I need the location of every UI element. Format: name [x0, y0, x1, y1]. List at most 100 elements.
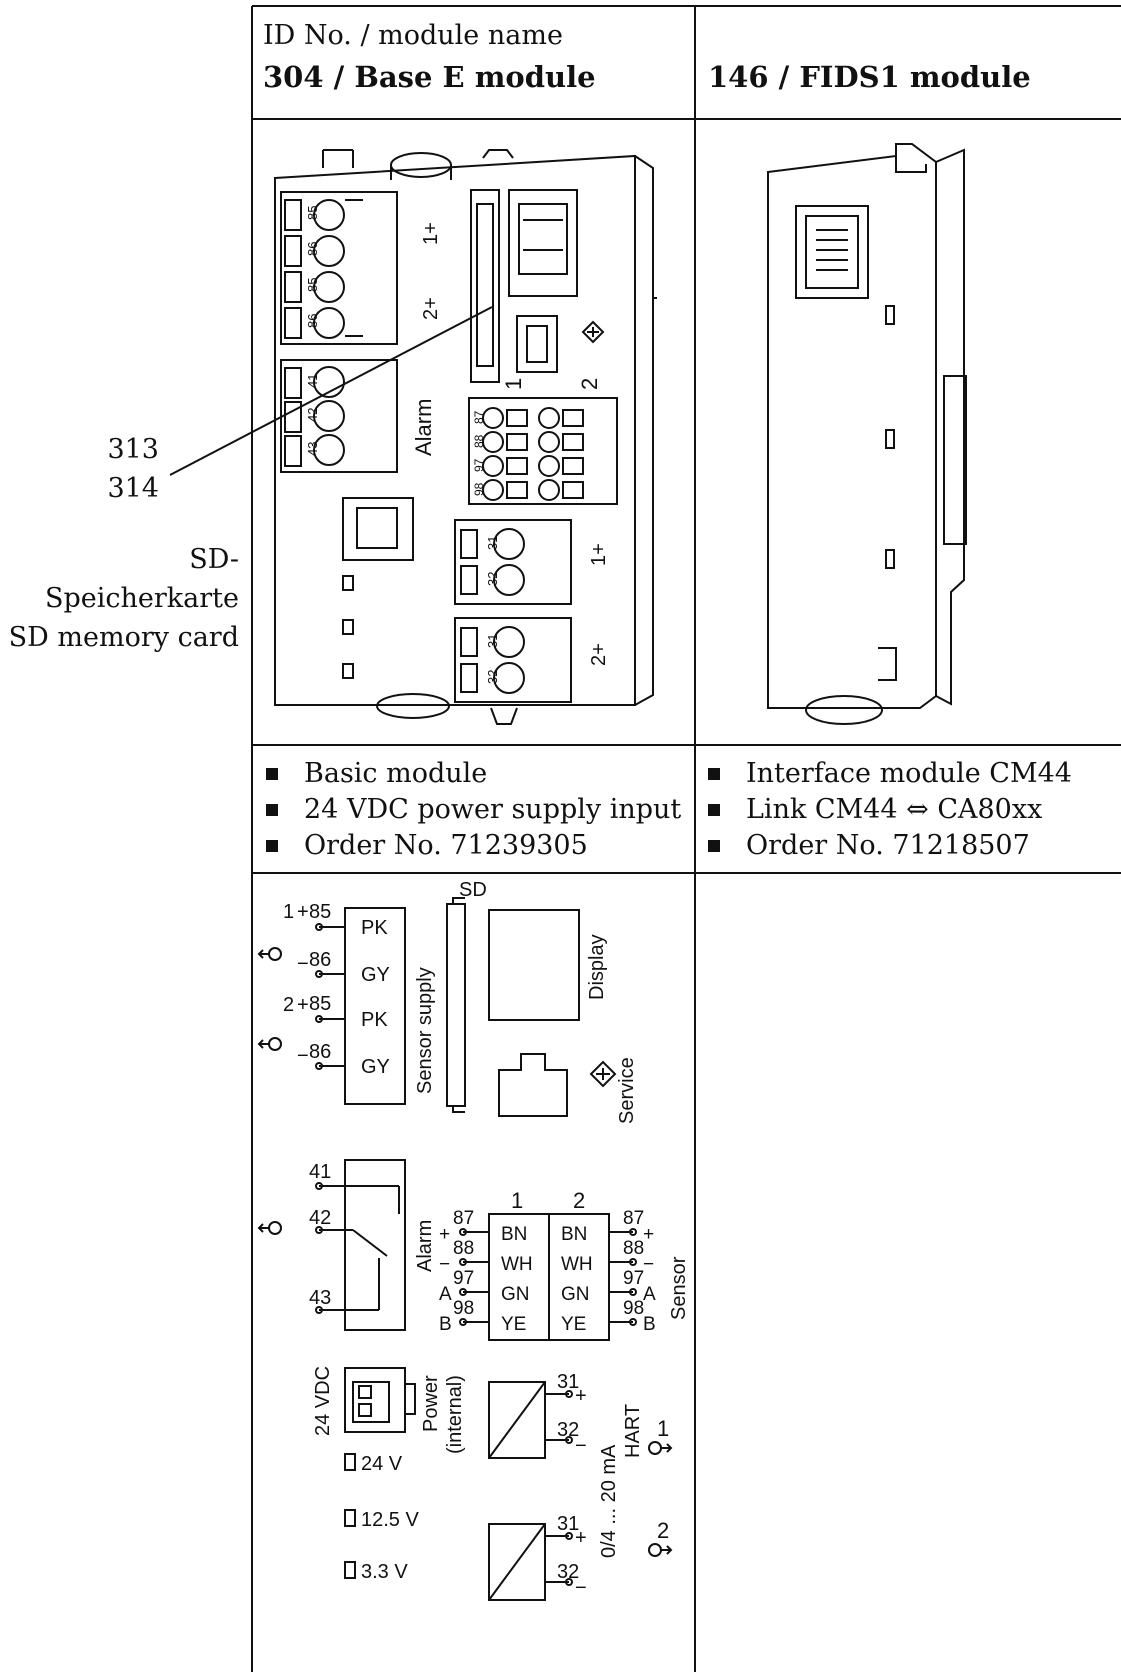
- sensor-num-l3: 98: [453, 1298, 474, 1319]
- sensor-terminal-88: 88: [472, 434, 486, 448]
- alarm-terminal-42: 42: [305, 408, 320, 422]
- led-label-24v: 24 V: [361, 1453, 403, 1475]
- supply-num-2: 85: [309, 993, 331, 1015]
- callout-label: SD-Speicherkarte SD memory card: [0, 540, 239, 657]
- header-caption: ID No. / module name: [263, 20, 563, 51]
- output-channel-2: 2: [657, 1518, 669, 1543]
- output1-sign-plus: +: [575, 1385, 587, 1407]
- supply-mark-2: 2+: [420, 297, 442, 320]
- sensor-sign-l3: B: [439, 1314, 452, 1335]
- sensor-sign-r1: −: [643, 1254, 654, 1275]
- sensor-sign-r0: +: [643, 1224, 654, 1245]
- callout-label-de: SD-Speicherkarte: [45, 544, 239, 614]
- output2-terminal-32: 32: [485, 670, 500, 684]
- col1-feature-item: Basic module: [258, 756, 681, 792]
- sensor-color-l3: YE: [501, 1314, 526, 1335]
- sensor-terminal-97: 97: [472, 458, 486, 472]
- sensor-sign-l2: A: [439, 1284, 452, 1305]
- sensor-color-r1: WH: [561, 1254, 593, 1275]
- col2-feature-list: Interface module CM44 Link CM44 ⇔ CA80xx…: [700, 756, 1072, 864]
- col2-title: 146 / FIDS1 module: [708, 60, 1031, 94]
- sensor-color-r3: YE: [561, 1314, 586, 1335]
- sensor-num-l0: 87: [453, 1208, 474, 1229]
- sensor-sign-l1: −: [439, 1254, 450, 1275]
- output1-sign-minus: −: [575, 1435, 587, 1457]
- supply-color-1: GY: [361, 964, 390, 986]
- power-label: Power: [420, 1375, 442, 1432]
- output1-num-31: 31: [557, 1371, 579, 1393]
- service-icon: [581, 320, 605, 344]
- sensor-ch-1: 1: [511, 1188, 523, 1213]
- sensor-num-r0: 87: [623, 1208, 644, 1229]
- sensor-color-l0: BN: [501, 1224, 527, 1245]
- output2-terminal-31: 31: [485, 634, 500, 648]
- supply-sign-0: +: [297, 901, 309, 923]
- alarm-label: Alarm: [411, 399, 436, 456]
- output2-sign-plus: +: [575, 1527, 587, 1549]
- wiring-alarm-label: Alarm: [414, 1220, 436, 1272]
- output1-terminal-32: 32: [485, 572, 500, 586]
- sensor-num-r3: 98: [623, 1298, 644, 1319]
- wiring-diagram: 1 2 + − + − 85 86 85 86 PK GY PK GY Sens…: [257, 879, 690, 1601]
- output-mark-2: 2+: [588, 643, 610, 666]
- output-mark-1: 1+: [588, 543, 610, 566]
- callout-number-313: 313: [107, 434, 159, 465]
- col1-feature-item: 24 VDC power supply input: [258, 792, 681, 828]
- supply-channel-2: 2: [283, 994, 294, 1016]
- led-label-12v: 12.5 V: [361, 1509, 419, 1531]
- output2-num-31: 31: [557, 1513, 579, 1535]
- sensor-num-r2: 97: [623, 1268, 644, 1289]
- supply-color-0: PK: [361, 917, 388, 939]
- sensor-color-r0: BN: [561, 1224, 587, 1245]
- supply-num-0: 85: [309, 901, 331, 923]
- supply-num-1: 86: [309, 949, 331, 971]
- hart-label: HART: [622, 1404, 644, 1458]
- supply-terminal-86a: 86: [305, 242, 320, 256]
- supply-terminal-85b: 85: [305, 278, 320, 292]
- supply-terminal-86b: 86: [305, 314, 320, 328]
- callout-number-314: 314: [107, 473, 159, 504]
- sd-label: SD: [459, 879, 487, 901]
- col2-feature-item: Link CM44 ⇔ CA80xx: [700, 792, 1072, 828]
- sensor-color-l1: WH: [501, 1254, 533, 1275]
- alarm-terminal-43: 43: [305, 442, 320, 456]
- col1-feature-item: Order No. 71239305: [258, 828, 681, 864]
- supply-num-3: 86: [309, 1041, 331, 1063]
- output2-sign-minus: −: [575, 1577, 587, 1599]
- sensor-sign-l0: +: [439, 1224, 450, 1245]
- alarm-num-42: 42: [309, 1207, 331, 1229]
- sensor-terminal-98: 98: [472, 482, 486, 496]
- col1-feature-list: Basic module 24 VDC power supply input O…: [258, 756, 681, 864]
- sensor-channel-2: 2: [577, 378, 602, 390]
- sensor-sign-r3: B: [643, 1314, 656, 1335]
- output1-num-32: 32: [557, 1419, 579, 1441]
- output-channel-1: 1: [657, 1416, 669, 1441]
- alarm-num-41: 41: [309, 1161, 331, 1183]
- supply-color-2: PK: [361, 1009, 388, 1031]
- output1-terminal-31: 31: [485, 536, 500, 550]
- sensor-label: Sensor: [668, 1256, 690, 1320]
- base-e-module-drawing: 85 86 85 86 1+ 2+ 41 42 43 Alarm 1 2 87 …: [274, 149, 657, 725]
- callout-leader-line: [169, 306, 493, 476]
- display-label: Display: [586, 934, 608, 1000]
- power-internal-label: (internal): [444, 1375, 466, 1454]
- led-label-3v: 3.3 V: [361, 1561, 408, 1583]
- sensor-channel-1: 1: [501, 378, 526, 390]
- sensor-num-l2: 97: [453, 1268, 474, 1289]
- sensor-supply-label: Sensor supply: [414, 967, 436, 1094]
- sensor-terminal-87: 87: [472, 410, 486, 424]
- supply-color-3: GY: [361, 1056, 390, 1078]
- supply-mark-1: 1+: [420, 222, 442, 245]
- callout-numbers: 313 314: [0, 430, 159, 508]
- sensor-color-l2: GN: [501, 1284, 530, 1305]
- supply-sign-1: −: [297, 953, 309, 975]
- sensor-num-l1: 88: [453, 1238, 474, 1259]
- alarm-terminal-41: 41: [305, 374, 320, 388]
- service-label: Service: [616, 1057, 638, 1124]
- alarm-num-43: 43: [309, 1287, 331, 1309]
- power-vdc-label: 24 VDC: [312, 1366, 334, 1436]
- supply-sign-2: +: [297, 994, 309, 1016]
- sensor-num-r1: 88: [623, 1238, 644, 1259]
- col2-feature-item: Interface module CM44: [700, 756, 1072, 792]
